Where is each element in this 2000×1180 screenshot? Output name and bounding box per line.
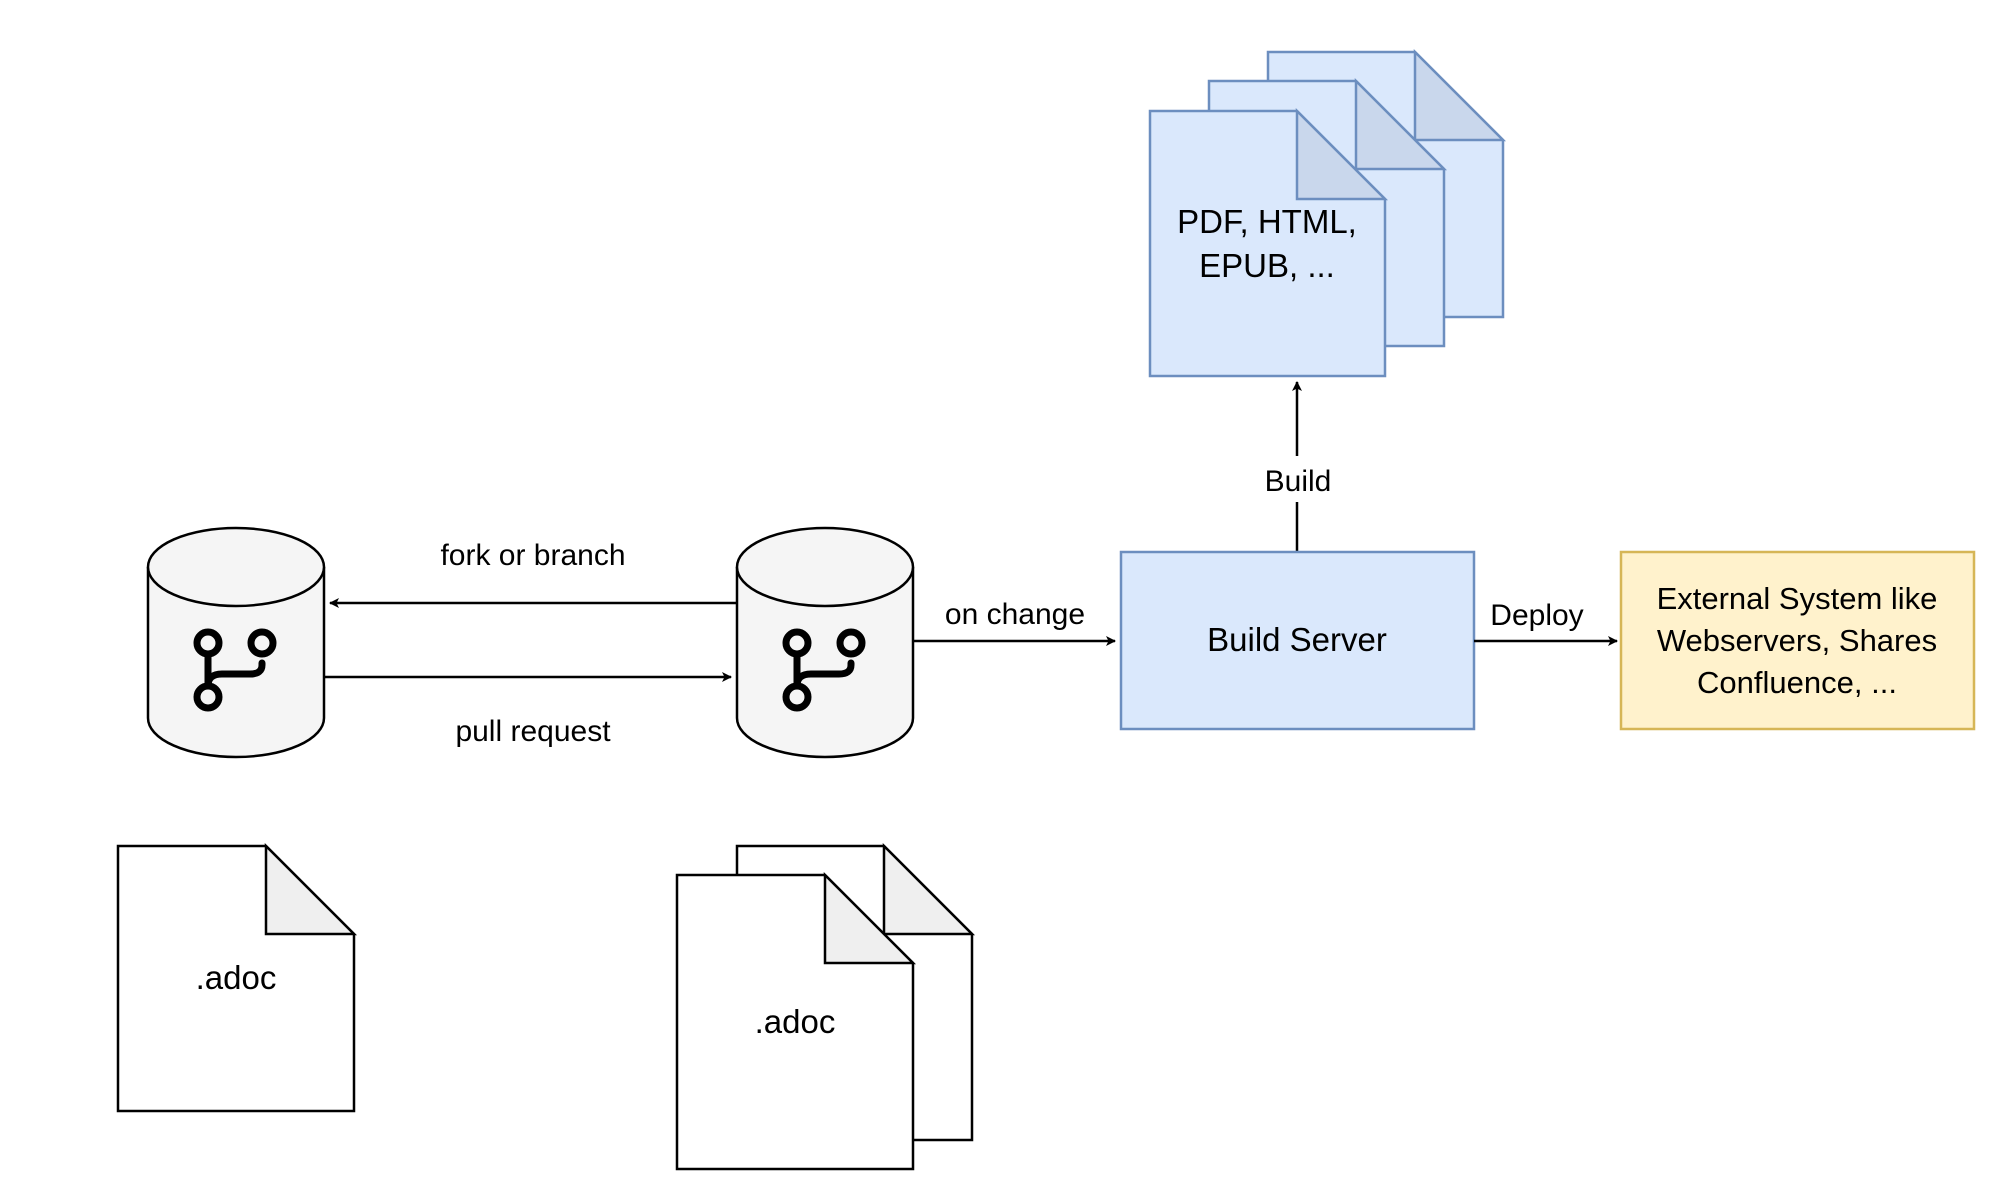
output-formats-line-2: EPUB, ... [1199, 247, 1335, 284]
fork-edge: fork or branch [329, 539, 737, 608]
source-document[interactable]: .adoc [116, 842, 358, 1113]
build-server-label: Build Server [1207, 621, 1387, 658]
documents-stack-label: .adoc [755, 1003, 836, 1040]
external-system-line-3: Confluence, ... [1697, 665, 1897, 700]
git-branch-icon [193, 628, 277, 712]
fork-edge-label: fork or branch [440, 539, 625, 572]
git-branch-icon [782, 628, 866, 712]
build-server-box[interactable]: Build Server [1119, 550, 1476, 731]
pull-request-edge: pull request [324, 672, 732, 748]
output-page-front [1148, 107, 1389, 378]
build-edge-label: Build [1265, 465, 1332, 498]
source-document-label: .adoc [196, 959, 277, 996]
documents-stack[interactable]: .adoc [675, 842, 976, 1171]
output-documents-stack[interactable]: PDF, HTML, EPUB, ... [1148, 48, 1507, 378]
output-formats-line-1: PDF, HTML, [1177, 203, 1357, 240]
on-change-edge-label: on change [945, 598, 1085, 631]
build-edge: Build [1265, 381, 1332, 552]
external-system-line-2: Webservers, Shares [1657, 623, 1937, 658]
external-system-line-1: External System like [1657, 581, 1938, 616]
pull-request-edge-label: pull request [455, 715, 611, 748]
on-change-edge: on change [913, 598, 1116, 646]
external-system-box[interactable]: External System like Webservers, Shares … [1619, 550, 1976, 731]
fork-repository[interactable] [146, 526, 326, 759]
deploy-edge: Deploy [1474, 599, 1618, 646]
documents-stack-front-page [675, 871, 917, 1171]
deploy-edge-label: Deploy [1490, 599, 1583, 632]
main-repository[interactable] [735, 526, 915, 759]
